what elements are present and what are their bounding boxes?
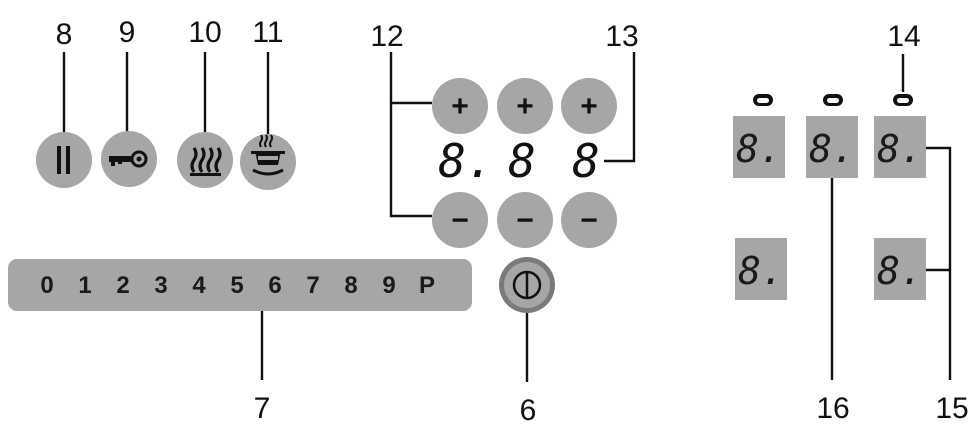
callout-6: 6	[520, 394, 537, 427]
pause-icon	[57, 146, 70, 174]
slider-level-2[interactable]: 2	[116, 272, 129, 299]
plus-icon: +	[451, 90, 469, 123]
callout-13: 13	[605, 20, 638, 53]
zone-timer-indicator-right	[893, 94, 913, 106]
leader-12-plus	[389, 52, 432, 105]
plus-icon: +	[580, 90, 598, 123]
callout-9: 9	[119, 16, 136, 49]
callout-10: 10	[188, 16, 221, 49]
zone-display-top-right: 8.	[874, 116, 926, 178]
timer-section: + + + 8. 8 8 − − −	[432, 78, 617, 248]
minus-icon: −	[516, 204, 534, 237]
timer-minus-button-2[interactable]: −	[497, 192, 553, 248]
slider-level-0[interactable]: 0	[40, 272, 53, 299]
zone-display-bottom-right: 8.	[874, 238, 926, 300]
power-button[interactable]	[499, 257, 555, 313]
power-icon	[512, 270, 542, 300]
minus-icon: −	[580, 204, 598, 237]
callout-12: 12	[370, 20, 403, 53]
plus-icon: +	[516, 90, 534, 123]
key-lock-icon	[109, 150, 148, 168]
timer-plus-button-1[interactable]: +	[432, 78, 488, 134]
zone-display-top-middle: 8.	[806, 116, 858, 178]
simmer-button[interactable]	[240, 134, 296, 190]
leader-12-minus	[389, 103, 432, 218]
zone-display-top-left: 8.	[733, 116, 785, 178]
callout-7: 7	[254, 392, 271, 425]
zone-timer-indicator-left	[753, 94, 773, 106]
slider-level-3[interactable]: 3	[154, 272, 167, 299]
zone-digit: 8.	[738, 249, 784, 293]
simmer-icon	[251, 134, 285, 176]
timer-digit-3: 8	[572, 134, 600, 188]
callout-15: 15	[935, 392, 968, 425]
callout-11: 11	[252, 16, 283, 49]
timer-digit-1: 8.	[438, 134, 493, 188]
slider-level-8[interactable]: 8	[344, 272, 357, 299]
keep-warm-icon	[190, 147, 222, 176]
zone-display-bottom-left: 8.	[735, 238, 787, 300]
callout-14: 14	[887, 20, 920, 53]
timer-digit-2: 8	[508, 134, 536, 188]
zone-digit: 8.	[877, 249, 923, 293]
key-lock-button[interactable]	[101, 131, 157, 187]
keep-warm-button[interactable]	[177, 132, 233, 188]
slider-level-6[interactable]: 6	[268, 272, 281, 299]
timer-plus-button-2[interactable]: +	[497, 78, 553, 134]
leader-15-top	[926, 146, 952, 380]
slider-level-5[interactable]: 5	[230, 272, 243, 299]
callout-8: 8	[56, 18, 73, 51]
pause-button[interactable]	[36, 132, 92, 188]
slider-level-p[interactable]: P	[419, 272, 435, 299]
slider-level-7[interactable]: 7	[306, 272, 319, 299]
leader-13	[604, 52, 636, 163]
zone-digit: 8.	[736, 127, 782, 171]
slider-level-1[interactable]: 1	[78, 272, 91, 299]
minus-icon: −	[451, 204, 469, 237]
slider-level-9[interactable]: 9	[382, 272, 395, 299]
timer-plus-button-3[interactable]: +	[561, 78, 617, 134]
callout-16: 16	[816, 392, 849, 425]
zone-digit: 8.	[877, 127, 923, 171]
timer-minus-button-3[interactable]: −	[561, 192, 617, 248]
slider-level-4[interactable]: 4	[192, 272, 206, 299]
zone-timer-indicator-middle	[823, 94, 843, 106]
zone-digit: 8.	[809, 127, 855, 171]
timer-minus-button-1[interactable]: −	[432, 192, 488, 248]
